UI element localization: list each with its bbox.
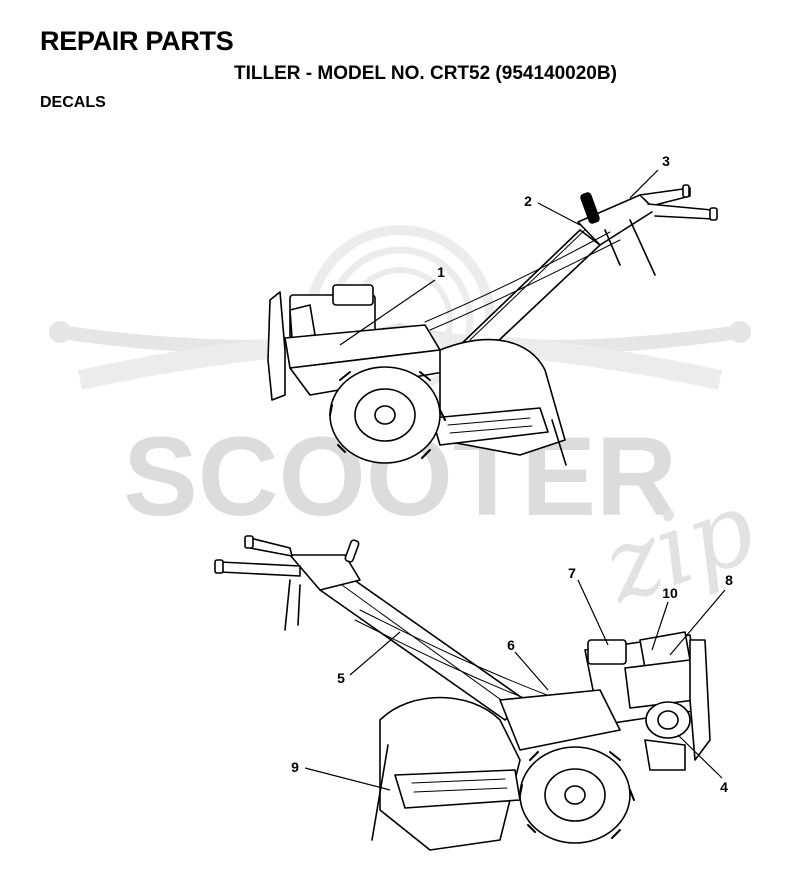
callout-5: 5: [337, 670, 345, 686]
callout-6: 6: [507, 637, 515, 653]
callout-7: 7: [568, 565, 576, 581]
page-subtitle: TILLER - MODEL NO. CRT52 (954140020B): [234, 63, 617, 84]
section-heading: DECALS: [40, 94, 106, 111]
callout-9: 9: [291, 759, 299, 775]
callout-4: 4: [720, 779, 728, 795]
callout-10: 10: [662, 585, 678, 601]
tiller-lower-view: [214, 535, 711, 851]
tiller-upper-view: [267, 184, 718, 466]
leader-lines: [304, 169, 726, 791]
page-title: REPAIR PARTS: [40, 26, 234, 56]
callout-8: 8: [725, 572, 733, 588]
callout-3: 3: [662, 153, 670, 169]
callout-1: 1: [437, 264, 445, 280]
callout-2: 2: [524, 193, 532, 209]
callout-labels: 1 2 3 4 5 6 7 8 9 10: [291, 153, 733, 795]
